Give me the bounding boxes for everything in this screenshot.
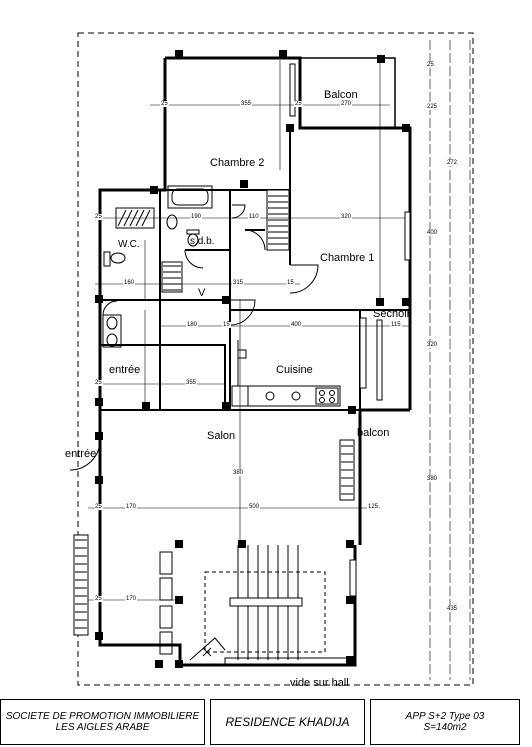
dimension-label: 272 [446,160,459,166]
dimension-label: 400 [290,322,303,328]
room-label-chambre-1: Chambre 1 [320,252,375,264]
dimension-label: 25 [94,504,103,510]
apartment-type: APP S+2 Type 03 [405,711,485,722]
dimension-label: 125 [367,504,380,510]
dimension-label: 400 [426,230,439,236]
dimension-label: 25 [94,214,103,220]
dimension-label: 380 [232,470,245,476]
apartment-surface: S=140m2 [423,722,467,733]
dimension-label: 435 [446,606,459,612]
kitchen-counter [231,340,341,407]
room-label-salon: Salon [207,430,236,442]
dimension-label: 25 [94,380,103,386]
dimension-label: 355 [185,380,198,386]
title-block-type: APP S+2 Type 03 S=140m2 [370,699,520,745]
room-label-sdb: s.d.b. [190,236,215,247]
plot-boundary [77,32,474,686]
doors [69,204,319,471]
dimension-label: 320 [340,214,353,220]
dimension-label: 25 [426,62,435,68]
dimension-label: 500 [248,504,261,510]
dimension-label: 15 [286,280,295,286]
dimension-label: 170 [125,596,138,602]
dimension-label: 25 [160,101,169,107]
room-label-balcon-right: balcon [357,427,390,439]
room-label-chambre-2: Chambre 2 [210,157,265,169]
title-block-project: RESIDENCE KHADIJA [210,699,365,745]
room-label-sechoir: Sechoir [373,308,411,320]
dimension-label: 15 [222,322,231,328]
company-name-line2: LES AIGLES ARABE [55,722,150,733]
dimension-label: 25 [94,596,103,602]
room-label-entree-outer: entrée [65,448,97,460]
room-label-wc: W.C. [118,239,140,250]
title-block: SOCIETE DE PROMOTION IMMOBILIERE LES AIG… [0,699,532,747]
stairwell [159,545,351,667]
sanitary-fixtures [102,214,200,348]
dimension-label: 270 [340,101,353,107]
dimension-label: 320 [426,342,439,348]
dimension-label: 315 [232,280,245,286]
room-label-balcon-top: Balcon [324,89,358,101]
room-label-entree-inner: entrée [109,364,141,376]
dimension-label: 225 [426,104,439,110]
project-name: RESIDENCE KHADIJA [225,715,350,729]
dimension-label: 110 [248,214,260,220]
floor-plan [69,32,474,686]
dimension-label: 25 [294,101,303,107]
dimension-label: 115 [390,322,402,328]
balcony-top-outline [299,57,396,129]
dimension-label: 380 [426,476,439,482]
room-label-vide-sur-hall: vide sur hall [290,677,349,689]
room-label-v: V [198,287,206,299]
company-name-line1: SOCIETE DE PROMOTION IMMOBILIERE [5,711,200,722]
dimension-label: 355 [240,101,253,107]
window-hatching [75,195,353,629]
dimension-lines [88,40,471,680]
dimension-label: 170 [125,504,138,510]
bathtub [167,185,213,209]
dimension-label: 190 [190,214,203,220]
dimension-label: 180 [186,322,199,328]
room-label-cuisine: Cuisine [276,364,313,376]
title-block-company: SOCIETE DE PROMOTION IMMOBILIERE LES AIG… [0,699,205,745]
dimension-label: 160 [123,280,136,286]
